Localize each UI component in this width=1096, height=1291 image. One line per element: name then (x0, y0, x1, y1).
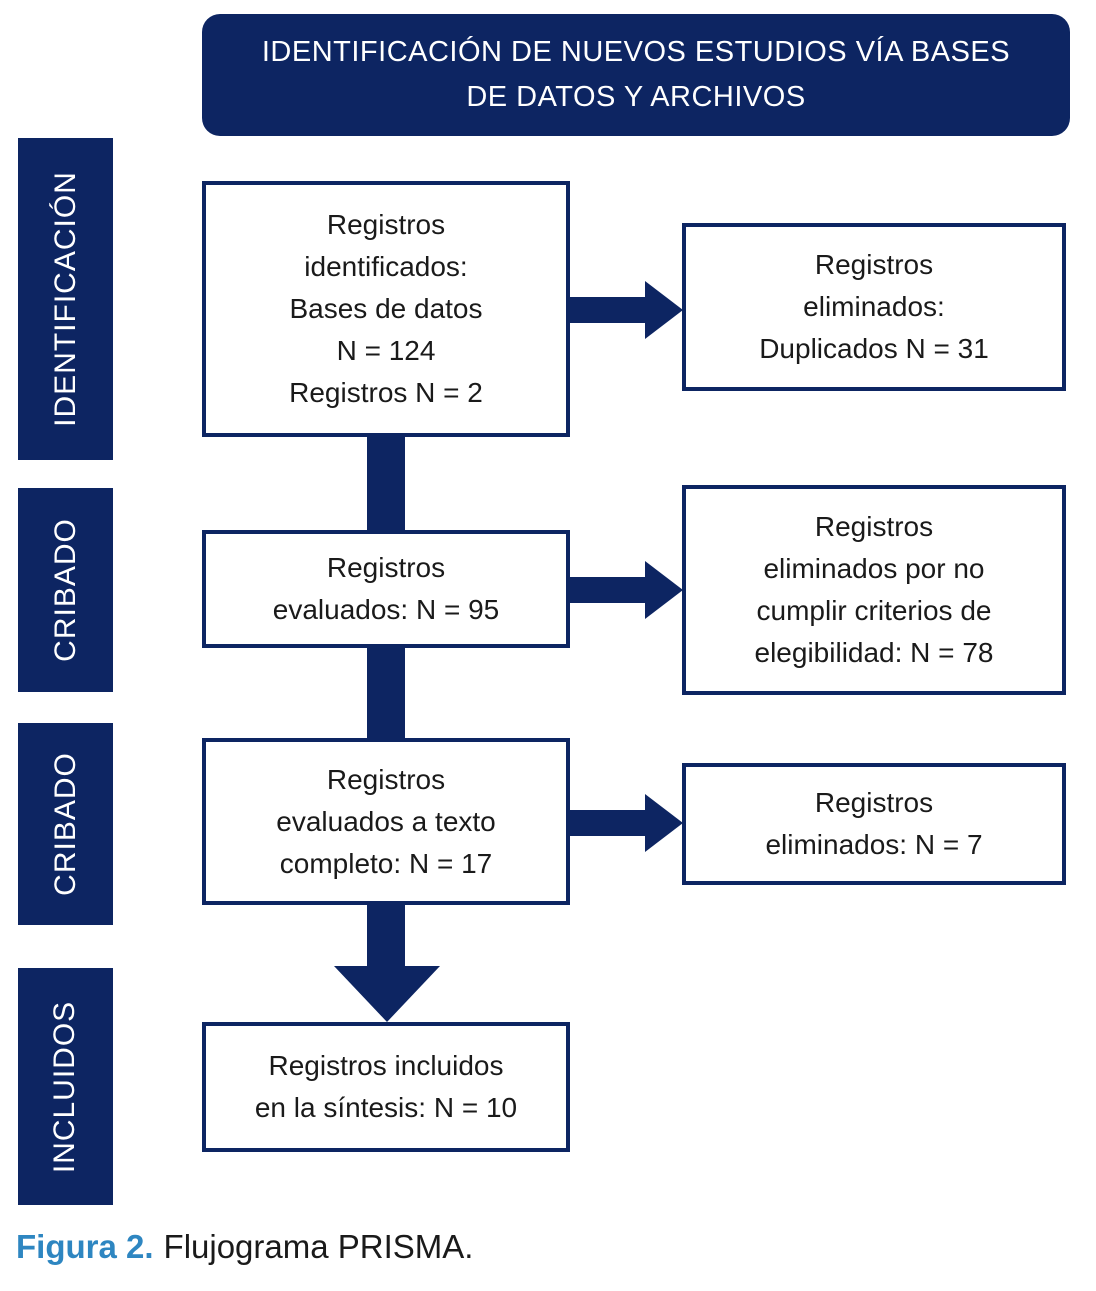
figure-caption-number: Figura 2. (16, 1228, 154, 1265)
down-arrow-shaft (367, 898, 405, 968)
flow-box-duplicates-removed: Registros eliminados: Duplicados N = 31 (682, 223, 1066, 391)
stage-label-text: CRIBADO (48, 752, 82, 896)
right-arrow-1-shaft (568, 297, 647, 323)
connector-box2-box3 (367, 642, 405, 744)
flow-box-records-included: Registros incluidos en la síntesis: N = … (202, 1022, 570, 1152)
stage-label-cribado-2: CRIBADO (18, 723, 113, 925)
right-arrow-2-shaft (568, 577, 647, 603)
flow-box-records-identified: Registros identificados: Bases de datos … (202, 181, 570, 437)
flow-box-records-fulltext: Registros evaluados a texto completo: N … (202, 738, 570, 905)
connector-box1-box2 (367, 430, 405, 536)
stage-label-cribado-1: CRIBADO (18, 488, 113, 692)
diagram-title-banner: IDENTIFICACIÓN DE NUEVOS ESTUDIOS VÍA BA… (202, 14, 1070, 136)
figure-caption: Figura 2.Flujograma PRISMA. (16, 1228, 473, 1266)
flow-box-excluded-eligibility: Registros eliminados por no cumplir crit… (682, 485, 1066, 695)
right-arrow-1-head-icon (645, 281, 683, 339)
down-arrow-head-icon (334, 966, 440, 1022)
right-arrow-2-head-icon (645, 561, 683, 619)
right-arrow-3-head-icon (645, 794, 683, 852)
stage-label-identificacion: IDENTIFICACIÓN (18, 138, 113, 460)
stage-label-incluidos: INCLUIDOS (18, 968, 113, 1205)
flow-box-records-screened: Registros evaluados: N = 95 (202, 530, 570, 648)
stage-label-text: INCLUIDOS (48, 1000, 82, 1173)
figure-caption-text: Flujograma PRISMA. (163, 1228, 474, 1265)
stage-label-text: CRIBADO (48, 518, 82, 662)
flow-box-excluded-fulltext: Registros eliminados: N = 7 (682, 763, 1066, 885)
right-arrow-3-shaft (568, 810, 647, 836)
stage-label-text: IDENTIFICACIÓN (48, 171, 82, 427)
